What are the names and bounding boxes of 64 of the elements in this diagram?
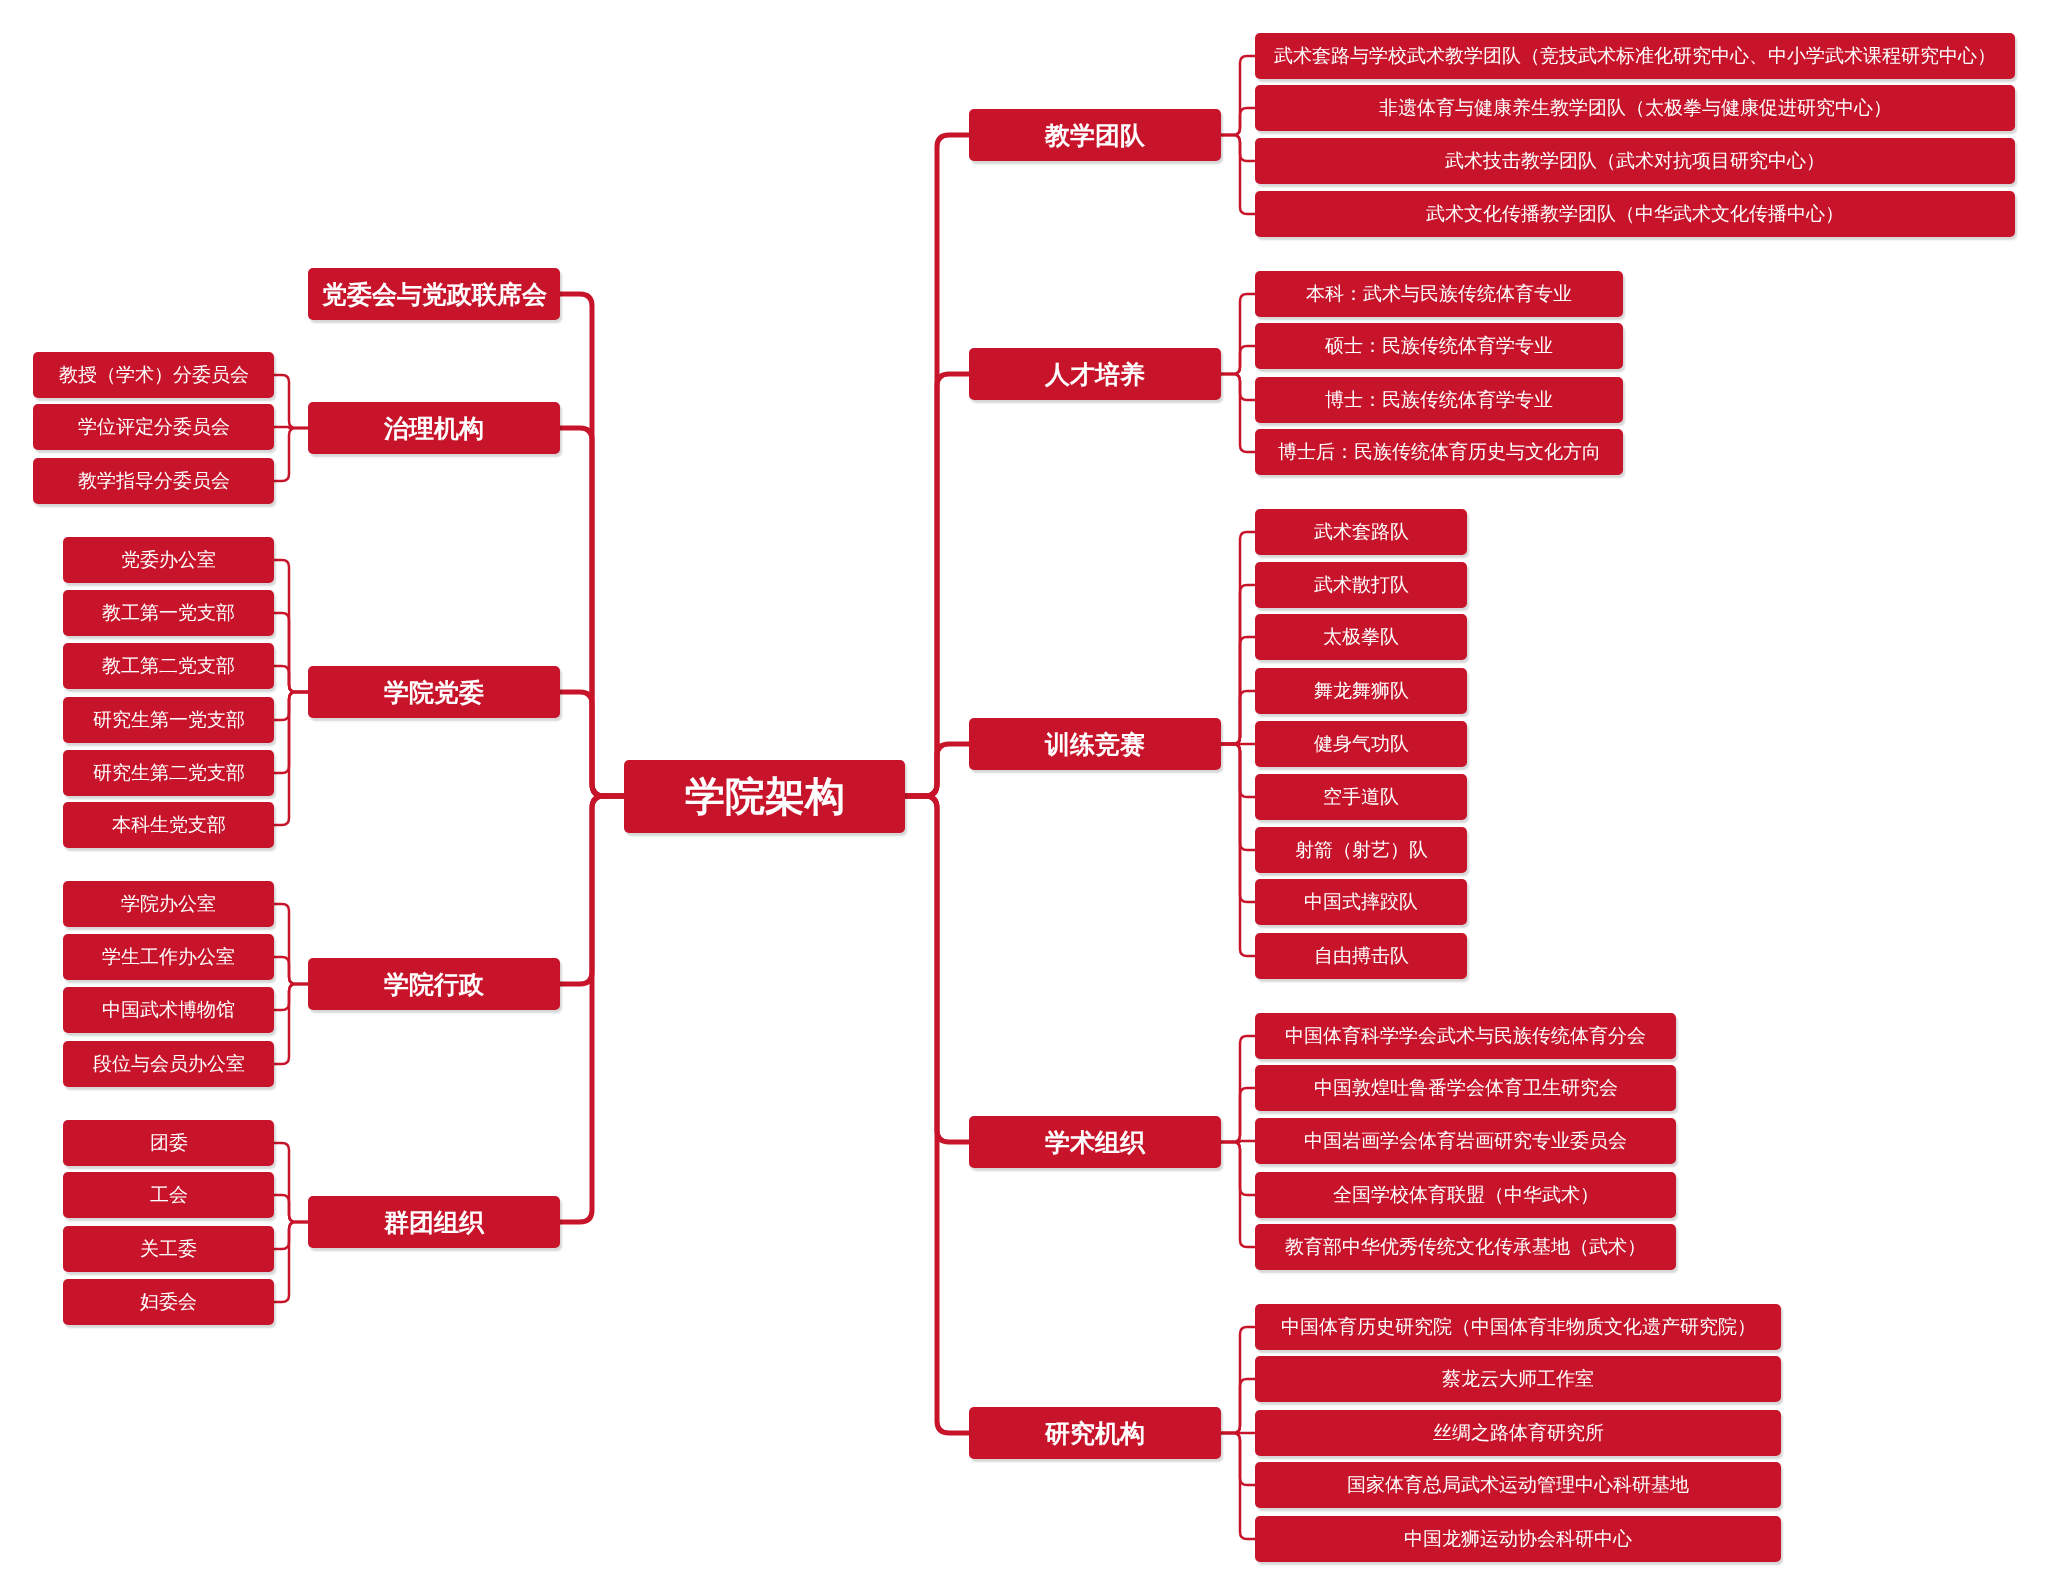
item-box: 健身气功队 — [1255, 721, 1467, 767]
item-box: 射箭（射艺）队 — [1255, 827, 1467, 873]
connector-line — [1221, 133, 1255, 216]
item-box: 中国武术博物馆 — [63, 987, 274, 1033]
category-box: 教学团队 — [969, 109, 1221, 161]
item-box: 团委 — [63, 1120, 274, 1166]
item-box: 本科：武术与民族传统体育专业 — [1255, 271, 1623, 317]
item-box: 舞龙舞狮队 — [1255, 668, 1467, 714]
item-box: 中国龙狮运动协会科研中心 — [1255, 1516, 1781, 1562]
item-box: 段位与会员办公室 — [63, 1041, 274, 1087]
category-box: 学院行政 — [308, 958, 560, 1010]
item-box: 武术技击教学团队（武术对抗项目研究中心） — [1255, 138, 2015, 184]
connector-line — [274, 426, 308, 483]
item-box: 学生工作办公室 — [63, 934, 274, 980]
item-box: 中国体育历史研究院（中国体育非物质文化遗产研究院） — [1255, 1304, 1781, 1350]
item-box: 博士后：民族传统体育历史与文化方向 — [1255, 429, 1623, 475]
connector-line — [274, 982, 308, 1066]
item-box: 研究生第一党支部 — [63, 697, 274, 743]
item-box: 硕士：民族传统体育学专业 — [1255, 323, 1623, 369]
item-box: 中国体育科学学会武术与民族传统体育分会 — [1255, 1013, 1676, 1059]
item-box: 自由搏击队 — [1255, 933, 1467, 979]
category-box: 群团组织 — [308, 1196, 560, 1248]
item-box: 中国式摔跤队 — [1255, 879, 1467, 925]
item-box: 武术套路队 — [1255, 509, 1467, 555]
item-box: 本科生党支部 — [63, 802, 274, 848]
category-box: 学院党委 — [308, 666, 560, 718]
item-box: 学院办公室 — [63, 881, 274, 927]
root-box: 学院架构 — [624, 759, 905, 833]
item-box: 全国学校体育联盟（中华武术） — [1255, 1172, 1676, 1218]
item-box: 教工第二党支部 — [63, 643, 274, 689]
connector-line — [1221, 1140, 1255, 1249]
connector-line — [1221, 1431, 1255, 1541]
item-box: 武术套路与学校武术教学团队（竞技武术标准化研究中心、中小学武术课程研究中心） — [1255, 33, 2015, 79]
item-box: 教授（学术）分委员会 — [33, 352, 274, 398]
item-box: 中国岩画学会体育岩画研究专业委员会 — [1255, 1118, 1676, 1164]
category-box: 治理机构 — [308, 402, 560, 454]
item-box: 丝绸之路体育研究所 — [1255, 1410, 1781, 1456]
item-box: 博士：民族传统体育学专业 — [1255, 377, 1623, 423]
category-box: 训练竞赛 — [969, 718, 1221, 770]
item-box: 研究生第二党支部 — [63, 750, 274, 796]
item-box: 教工第一党支部 — [63, 590, 274, 636]
item-box: 妇委会 — [63, 1279, 274, 1325]
item-box: 太极拳队 — [1255, 614, 1467, 660]
connector-line — [1221, 742, 1255, 958]
connector-line — [1221, 372, 1255, 454]
connector-line — [274, 1220, 308, 1304]
category-box: 学术组织 — [969, 1116, 1221, 1168]
connector-line — [274, 690, 308, 827]
item-box: 学位评定分委员会 — [33, 404, 274, 450]
item-box: 非遗体育与健康养生教学团队（太极拳与健康促进研究中心） — [1255, 85, 2015, 131]
item-box: 蔡龙云大师工作室 — [1255, 1356, 1781, 1402]
category-box: 人才培养 — [969, 348, 1221, 400]
item-box: 国家体育总局武术运动管理中心科研基地 — [1255, 1462, 1781, 1508]
category-box: 党委会与党政联席会 — [308, 268, 560, 320]
item-box: 武术散打队 — [1255, 562, 1467, 608]
item-box: 中国敦煌吐鲁番学会体育卫生研究会 — [1255, 1065, 1676, 1111]
item-box: 教育部中华优秀传统文化传承基地（武术） — [1255, 1224, 1676, 1270]
item-box: 关工委 — [63, 1226, 274, 1272]
item-box: 工会 — [63, 1172, 274, 1218]
item-box: 空手道队 — [1255, 774, 1467, 820]
category-box: 研究机构 — [969, 1407, 1221, 1459]
item-box: 武术文化传播教学团队（中华武术文化传播中心） — [1255, 191, 2015, 237]
item-box: 教学指导分委员会 — [33, 458, 274, 504]
item-box: 党委办公室 — [63, 537, 274, 583]
